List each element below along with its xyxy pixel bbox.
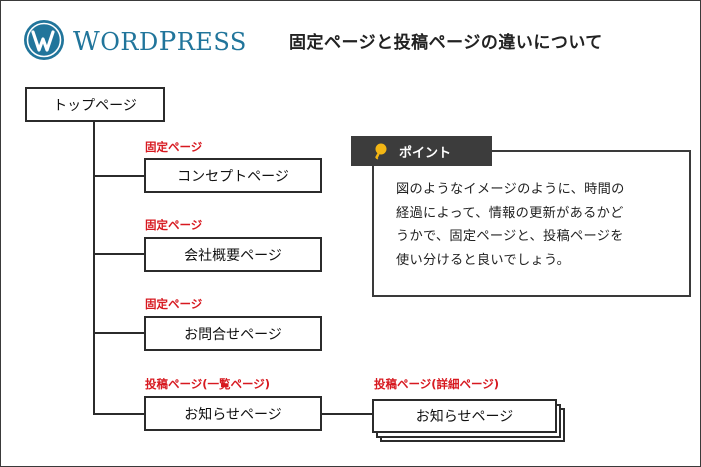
news-detail-page-box: お知らせページ [372,399,557,433]
page-label: 会社概要ページ [184,247,282,264]
page-label: お問合せページ [184,326,282,343]
company-page-box: 会社概要ページ [144,237,322,272]
branch-line-3 [93,332,145,334]
branch-line-4 [93,413,145,415]
page-type-tag: 固定ページ [145,297,203,311]
lightbulb-icon [375,143,387,160]
point-line: 図のようなイメージのように、時間の [396,182,625,197]
wordpress-icon [24,20,64,60]
point-callout-box [372,150,691,297]
page-type-tag: 投稿ページ(一覧ページ) [145,377,271,391]
page-label: お知らせページ [415,409,514,425]
point-line: 経過によって、情報の更新があるかど [396,205,624,221]
point-line: うかで、固定ページと、投稿ページを [396,229,624,244]
top-page-box: トップページ [25,87,165,122]
top-page-label: トップページ [53,97,137,114]
wordpress-wordmark: WORDPRESS [73,27,247,57]
tree-trunk-line [93,120,95,414]
contact-page-box: お問合せページ [144,316,322,351]
point-callout-tab: ポイント [351,136,492,166]
page-label: コンセプトページ [177,168,289,185]
page-type-tag: 固定ページ [145,140,203,154]
branch-line-2 [93,253,145,255]
point-heading: ポイント [399,145,452,161]
page-label: お知らせページ [184,406,282,423]
detail-connector-line [322,413,374,415]
page-title: 固定ページと投稿ページの違いについて [289,33,603,53]
page-type-tag: 投稿ページ(詳細ページ) [374,377,500,391]
wordpress-logo: WORDPRESS [23,19,246,67]
news-list-page-box: お知らせページ [144,396,322,431]
point-body-text: 図のようなイメージのように、時間の 経過によって、情報の更新があるかど うかで、… [396,178,681,272]
page-type-tag: 固定ページ [145,218,203,232]
concept-page-box: コンセプトページ [144,158,322,193]
point-line: 使い分けると良いでしょう。 [396,252,571,268]
branch-line-1 [93,175,145,177]
